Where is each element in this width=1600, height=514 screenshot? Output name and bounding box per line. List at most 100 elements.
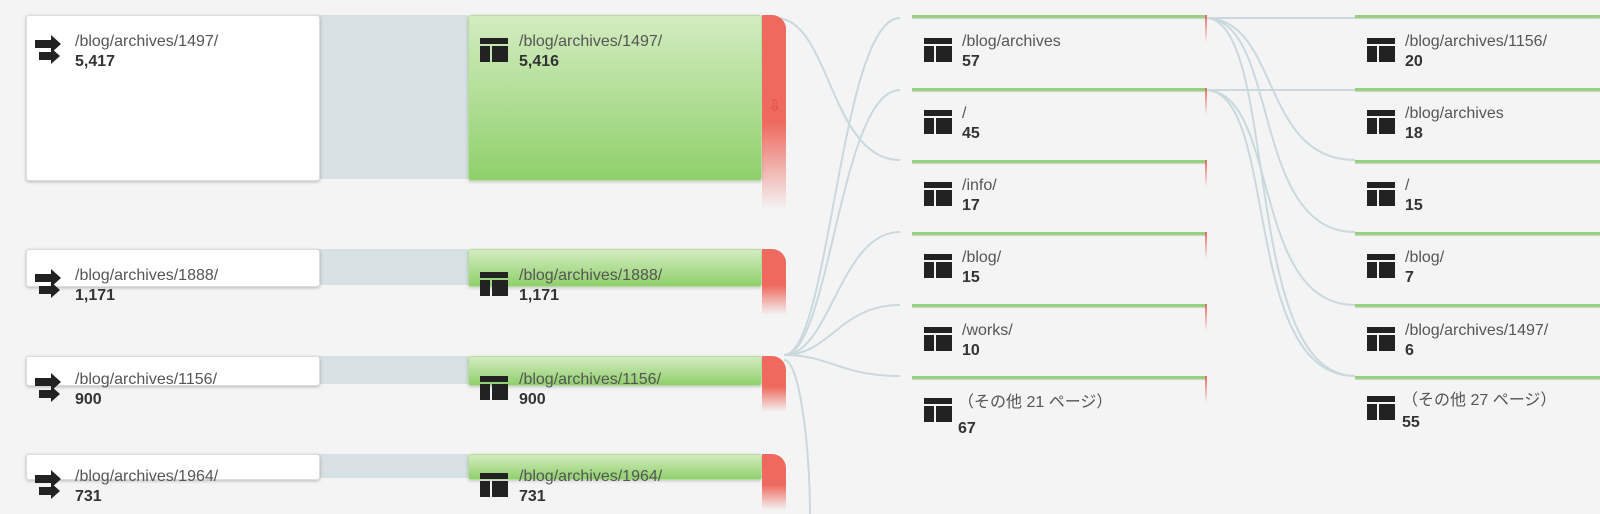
dropoff-bar[interactable] [1205, 232, 1207, 260]
dropoff-bar[interactable] [762, 454, 786, 510]
page-node-label: /blog/archives/1156/ 20 [1405, 32, 1547, 72]
node-count: 15 [1405, 197, 1423, 214]
node-count: 57 [962, 53, 980, 70]
page-node-label: /blog/archives/1888/ 1,171 [519, 266, 662, 306]
page-layout-icon [924, 327, 952, 351]
dropoff-bar[interactable] [1205, 304, 1207, 332]
node-count: 15 [962, 269, 980, 286]
drop-off-arrow-icon: ⇩ [768, 98, 782, 115]
page-layout-icon [924, 182, 952, 206]
page-node[interactable] [912, 232, 1207, 260]
page-node[interactable] [1355, 376, 1600, 379]
page-node-label: /blog/archives/1964/ 731 [519, 467, 662, 507]
node-path: /blog/archives/1964/ [75, 468, 219, 485]
page-layout-icon [480, 376, 508, 400]
page-layout-icon [1367, 110, 1395, 134]
page-node-label: /blog/ 7 [1405, 248, 1444, 288]
dropoff-bar[interactable] [1205, 376, 1207, 404]
node-path: / [1405, 177, 1410, 194]
starting-node-label: /blog/archives/1156/ 900 [75, 370, 217, 410]
page-node[interactable] [1355, 160, 1600, 163]
page-node[interactable] [1355, 304, 1600, 307]
dropoff-bar[interactable] [762, 356, 786, 412]
page-node[interactable] [468, 454, 762, 480]
page-layout-icon [924, 254, 952, 278]
node-path: /blog/archives [1405, 105, 1504, 122]
page-node[interactable] [912, 376, 1207, 404]
node-path: （その他 21 ページ） [958, 394, 1113, 411]
page-node-label: /works/ 10 [962, 321, 1013, 361]
page-layout-icon [480, 473, 508, 497]
node-path: /blog/archives/1888/ [75, 267, 219, 284]
node-path: /blog/archives/1156/ [75, 371, 218, 388]
link-band [318, 249, 468, 285]
page-node-label: （その他 27 ページ） 55 [1402, 391, 1556, 433]
page-node-label: / 15 [1405, 176, 1423, 216]
node-path: /blog/archives/1156/ [519, 371, 662, 388]
page-layout-icon [924, 398, 952, 422]
node-count: 900 [519, 391, 546, 408]
starting-node-label: /blog/archives/1497/ 5,417 [75, 32, 218, 72]
link-band [318, 15, 468, 179]
dropoff-bar[interactable] [1205, 88, 1207, 116]
page-layout-icon [1367, 327, 1395, 351]
page-node[interactable] [912, 160, 1207, 188]
starting-node[interactable] [26, 249, 320, 287]
node-path: /blog/archives/1156/ [1405, 33, 1548, 50]
node-path: /blog/archives/1964/ [519, 468, 663, 485]
node-path: /blog/ [962, 249, 1002, 266]
node-count: 20 [1405, 53, 1423, 70]
page-node[interactable] [1355, 15, 1600, 18]
node-path: /info/ [962, 177, 997, 194]
node-path: /blog/archives/1497/ [519, 33, 663, 50]
node-count: 7 [1405, 269, 1414, 286]
page-node-label: /info/ 17 [962, 176, 997, 216]
node-path: /blog/archives/1888/ [519, 267, 663, 284]
page-node[interactable] [1355, 232, 1600, 235]
node-path: /works/ [962, 322, 1013, 339]
node-count: 5,416 [519, 53, 560, 70]
node-count: 731 [519, 488, 546, 505]
starting-node-label: /blog/archives/1888/ 1,171 [75, 266, 218, 306]
page-node[interactable] [912, 15, 1207, 43]
dropoff-bar[interactable] [1205, 160, 1207, 188]
page-node[interactable] [912, 304, 1207, 332]
node-count: 10 [962, 342, 980, 359]
node-count: 45 [962, 125, 980, 142]
page-node-label: / 45 [962, 104, 980, 144]
page-node-label: /blog/archives/1497/ 5,416 [519, 32, 662, 72]
page-node[interactable] [468, 15, 762, 181]
page-layout-icon [1367, 38, 1395, 62]
page-node[interactable] [468, 356, 762, 386]
page-node-label: /blog/archives 18 [1405, 104, 1504, 144]
node-count: 1,171 [519, 287, 560, 304]
page-layout-icon [1367, 254, 1395, 278]
starting-node[interactable] [26, 15, 320, 181]
entry-arrow-icon [35, 35, 61, 64]
page-layout-icon [924, 38, 952, 62]
dropoff-bar[interactable] [762, 249, 786, 315]
dropoff-bar[interactable] [1205, 15, 1207, 43]
node-count: 900 [75, 391, 102, 408]
page-layout-icon [1367, 396, 1395, 420]
entry-arrow-icon [35, 470, 61, 499]
page-layout-icon [480, 38, 508, 62]
starting-node[interactable] [26, 356, 320, 386]
node-count: 67 [958, 420, 976, 437]
page-node[interactable] [468, 249, 762, 287]
node-count: 17 [962, 197, 980, 214]
node-count: 6 [1405, 342, 1414, 359]
dropoff-bar[interactable] [762, 15, 786, 210]
node-path: /blog/archives/1497/ [1405, 322, 1549, 339]
node-count: 1,171 [75, 287, 116, 304]
node-count: 731 [75, 488, 102, 505]
page-node-label: /blog/archives 57 [962, 32, 1061, 72]
page-node[interactable] [912, 88, 1207, 116]
node-count: 18 [1405, 125, 1423, 142]
node-path: （その他 27 ページ） [1402, 392, 1557, 409]
starting-node-label: /blog/archives/1964/ 731 [75, 467, 218, 507]
page-node[interactable] [1355, 88, 1600, 91]
link-band [318, 356, 468, 384]
starting-node[interactable] [26, 454, 320, 480]
